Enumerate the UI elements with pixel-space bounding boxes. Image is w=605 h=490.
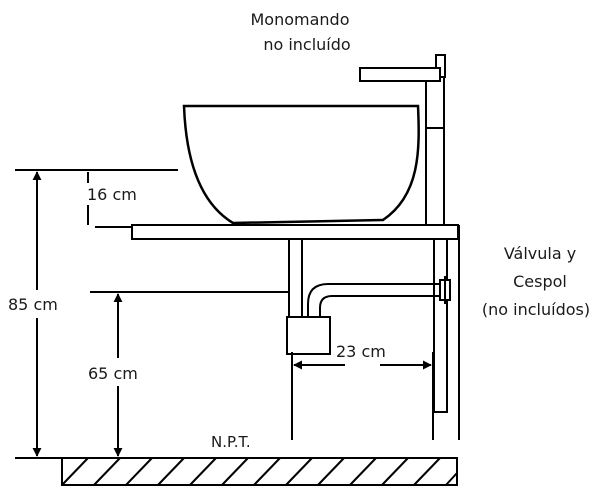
wall-pipe xyxy=(433,236,448,413)
countertop xyxy=(131,224,459,240)
floor xyxy=(15,457,458,486)
mixer-label-line2: no incluído xyxy=(263,35,350,54)
dim-basin-label: 16 cm xyxy=(87,185,137,204)
dim-depth-label: 23 cm xyxy=(336,342,386,361)
dim-total-label: 85 cm xyxy=(8,295,58,314)
depth-dimension xyxy=(291,352,434,440)
floor-hatching xyxy=(61,457,458,486)
trap-pipe xyxy=(307,283,440,318)
valve-connector xyxy=(439,276,451,304)
mixer-label-line1: Monomando xyxy=(251,10,350,29)
dim-counter-label: 65 cm xyxy=(88,364,138,383)
valve-label-line2: Cespol xyxy=(513,272,567,291)
floor-slab xyxy=(61,457,458,486)
valve-label-line3: (no incluídos) xyxy=(482,300,590,319)
mixer-faucet xyxy=(359,54,446,226)
floor-label: N.P.T. xyxy=(211,433,251,451)
valve-label-line1: Válvula y xyxy=(504,244,576,263)
vessel-basin xyxy=(182,104,420,225)
